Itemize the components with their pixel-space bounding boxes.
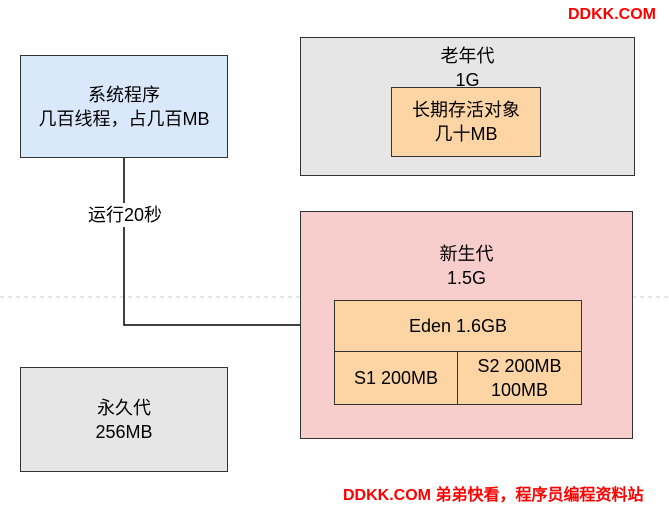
survivor-s1-box: S1 200MB <box>334 351 458 405</box>
runtime-connector <box>123 158 322 326</box>
system-program-box: 系统程序 几百线程，占几百MB <box>20 55 228 158</box>
survivor-s2-label: S2 200MB <box>477 356 562 376</box>
permanent-generation-size: 256MB <box>95 421 153 442</box>
watermark-top: DDKK.COM <box>568 6 656 23</box>
old-generation-size: 1G <box>455 70 480 90</box>
long-lived-objects-box: 长期存活对象 几十MB <box>391 87 541 157</box>
permanent-generation-title: 永久代 <box>97 397 151 418</box>
edge-label: 运行20秒 <box>86 203 164 227</box>
survivor-s2-box: S2 200MB 100MB <box>457 351 582 405</box>
old-generation-title: 老年代 <box>440 46 495 66</box>
young-generation-title: 新生代 <box>439 244 494 264</box>
watermark-bottom: DDKK.COM 弟弟快看，程序员编程资料站 <box>343 487 644 504</box>
long-lived-objects-size: 几十MB <box>434 124 498 144</box>
system-program-label: 系统程序 <box>88 84 160 105</box>
young-generation-size: 1.5G <box>446 268 487 288</box>
survivor-s2-used: 100MB <box>490 380 549 400</box>
eden-box: Eden 1.6GB <box>334 300 582 352</box>
long-lived-objects-label: 长期存活对象 <box>412 100 520 120</box>
eden-label: Eden 1.6GB <box>408 316 508 336</box>
system-program-detail: 几百线程，占几百MB <box>38 108 210 129</box>
permanent-generation-box: 永久代 256MB <box>20 367 228 472</box>
survivor-s1-label: S1 200MB <box>353 368 439 388</box>
